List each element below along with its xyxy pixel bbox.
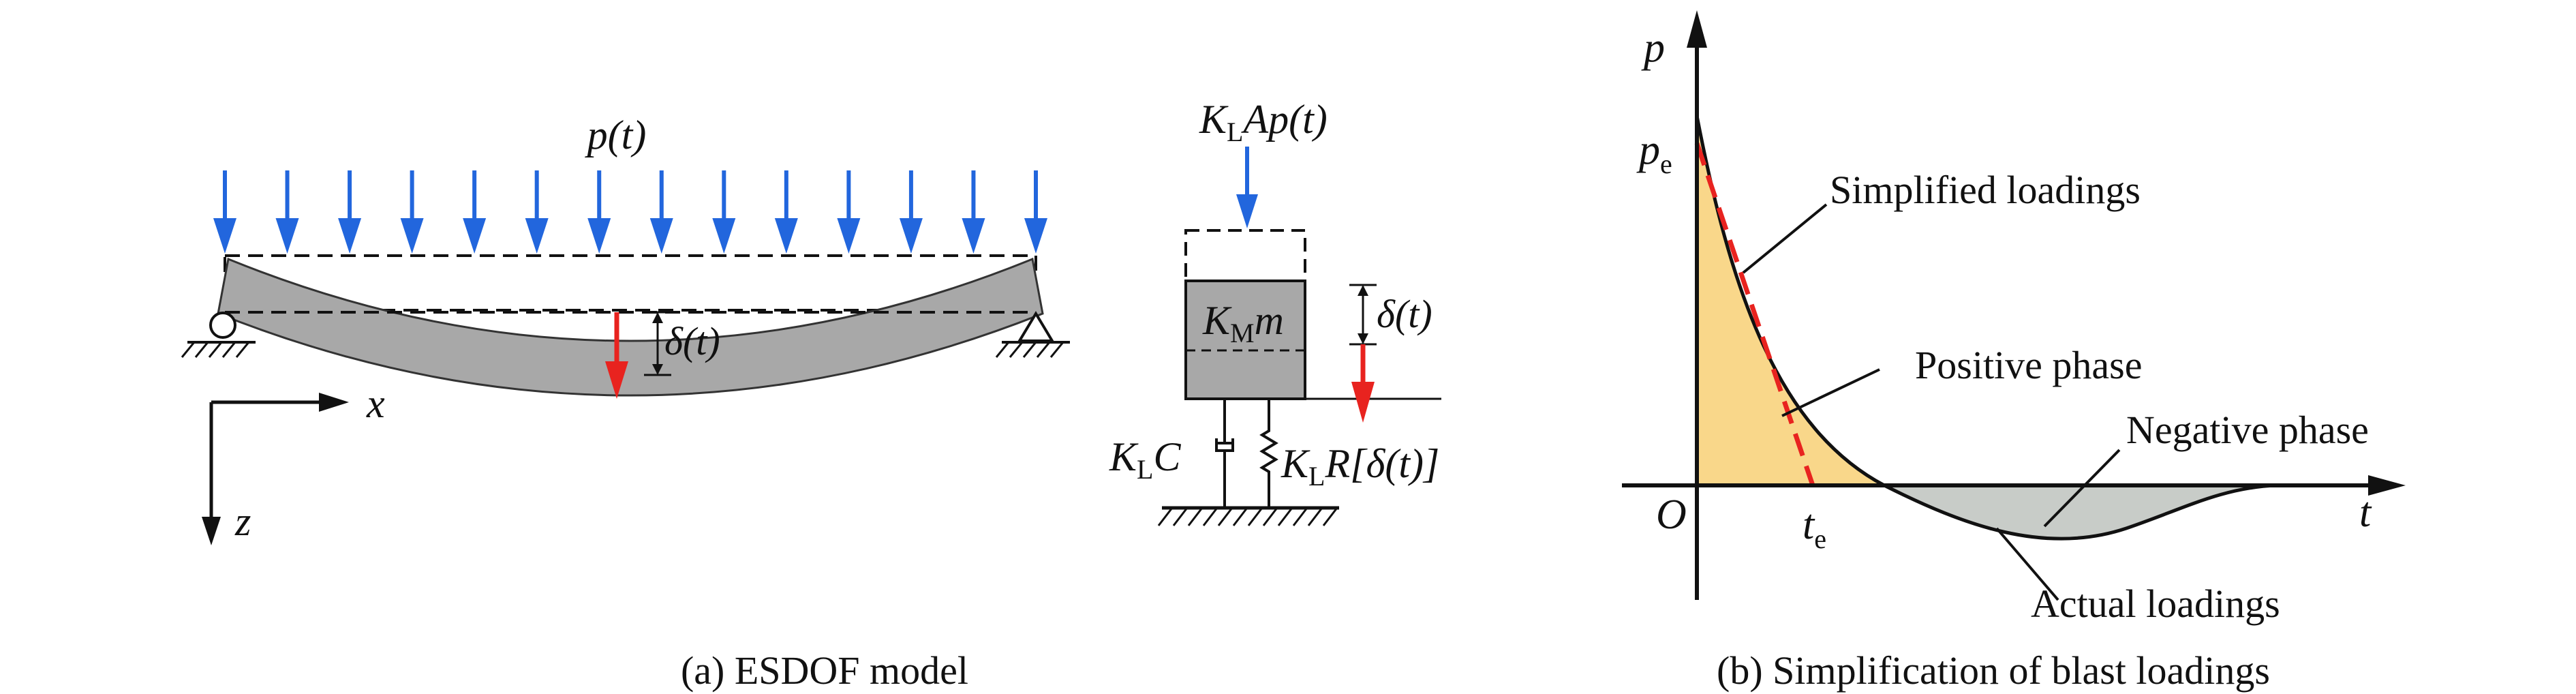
pin-support-icon <box>995 311 1070 358</box>
beam-deflection-dimension <box>644 311 671 376</box>
load-arrow <box>213 170 236 254</box>
p-axis-arrow <box>1687 10 1707 48</box>
label-simplified-loadings: Simplified loadings <box>1830 168 2141 212</box>
sdof-damper-label: KLC <box>1109 434 1181 485</box>
damper-icon <box>1215 399 1234 508</box>
ground-hatch-icon <box>1157 506 1339 526</box>
label-negative-phase: Negative phase <box>2126 408 2369 452</box>
pe-label: pe <box>1636 127 1672 179</box>
load-arrow <box>962 170 985 254</box>
leader-lines <box>1742 203 2121 601</box>
spring-icon <box>1259 399 1278 508</box>
coordinate-axes <box>202 393 349 545</box>
load-arrow <box>338 170 362 254</box>
sdof-load-label: KLAp(t) <box>1199 97 1328 147</box>
label-positive-phase: Positive phase <box>1915 343 2142 387</box>
sdof-spring-label: KLR[δ(t)] <box>1281 441 1439 492</box>
load-arrow <box>899 170 923 254</box>
load-arrow <box>1024 170 1047 254</box>
positive-phase-area <box>1697 116 1884 485</box>
load-arrow <box>463 170 487 254</box>
beam-deflection-label: δ(t) <box>664 319 720 363</box>
sdof-load-arrow <box>1236 147 1258 228</box>
axis-t-label: t <box>2359 489 2372 536</box>
deflection-arrow <box>605 312 628 399</box>
load-arrow <box>712 170 736 254</box>
roller-support-icon <box>181 312 256 358</box>
axis-z-label: z <box>234 499 251 544</box>
axis-p-label: p <box>1641 25 1665 71</box>
origin-label: O <box>1656 492 1687 538</box>
label-actual-loadings: Actual loadings <box>2031 582 2280 626</box>
panel-a: p(t) δ(t) <box>181 97 1441 693</box>
load-arrow <box>275 170 299 254</box>
load-label: p(t) <box>585 112 647 157</box>
simplified-loading-line <box>1694 142 1815 487</box>
sdof-deflection-dimension <box>1349 284 1377 346</box>
t-axis-arrow <box>2368 475 2406 496</box>
caption-a: (a) ESDOF model <box>681 648 968 693</box>
load-arrow <box>774 170 798 254</box>
sdof-deflection-label: δ(t) <box>1377 292 1432 336</box>
load-arrow <box>400 170 424 254</box>
caption-b: (b) Simplification of blast loadings <box>1717 648 2270 693</box>
load-arrow <box>525 170 549 254</box>
distributed-load-arrows <box>213 170 1047 254</box>
actual-loading-curve <box>1695 115 2277 541</box>
deformed-beam <box>217 257 1044 397</box>
load-arrow <box>837 170 861 254</box>
panel-b: p t O pe te Simplified loadings Positive… <box>1622 10 2406 693</box>
te-label: te <box>1803 502 1826 554</box>
sdof-mass-block <box>1184 280 1306 400</box>
axis-x-label: x <box>366 381 385 426</box>
load-arrow <box>587 170 611 254</box>
sdof-deflection-arrow <box>1351 344 1375 423</box>
sdof-mass-label: KMm <box>1202 298 1284 348</box>
load-arrow <box>649 170 673 254</box>
